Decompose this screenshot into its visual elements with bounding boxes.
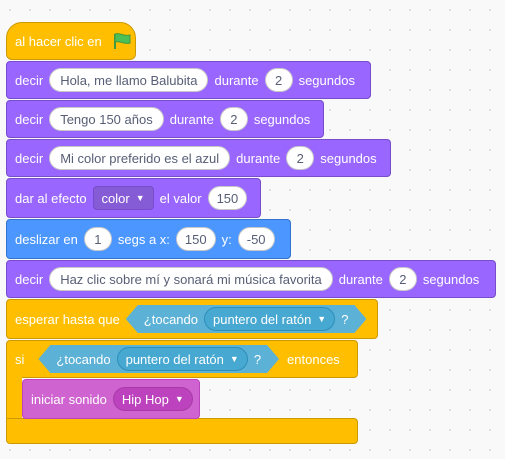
say-for-secs-block-3[interactable]: decir Mi color preferido es el azul dura… <box>6 139 391 177</box>
say-for-secs-block-1[interactable]: decir Hola, me llamo Balubita durante 2 … <box>6 61 371 99</box>
if-block-arm <box>6 377 22 421</box>
then-label: entonces <box>287 351 340 367</box>
if-block-footer <box>6 418 358 444</box>
start-sound-label: iniciar sonido <box>31 391 107 407</box>
secs-input[interactable]: 2 <box>286 146 315 170</box>
wait-until-label: esperar hasta que <box>15 311 120 327</box>
start-sound-block[interactable]: iniciar sonido Hip Hop ▼ <box>22 379 200 419</box>
say-verb: decir <box>15 150 44 166</box>
message-input[interactable]: Hola, me llamo Balubita <box>49 68 209 92</box>
caret-down-icon: ▼ <box>229 354 239 364</box>
touching-label: ¿tocando <box>56 351 111 367</box>
secs-input[interactable]: 2 <box>264 68 293 92</box>
value-label: el valor <box>159 190 202 206</box>
say-for-secs-block-4[interactable]: decir Haz clic sobre mí y sonará mi músi… <box>6 260 496 298</box>
x-input[interactable]: 150 <box>175 227 216 251</box>
message-input[interactable]: Mi color preferido es el azul <box>49 146 231 170</box>
seconds-label: segundos <box>320 150 377 166</box>
if-block-header[interactable]: si ¿tocando puntero del ratón ▼ ? entonc… <box>6 340 358 378</box>
sound-dropdown[interactable]: Hip Hop ▼ <box>112 387 193 411</box>
secs-input[interactable]: 2 <box>388 267 417 291</box>
during-label: durante <box>169 111 214 127</box>
if-label: si <box>15 351 25 367</box>
during-label: durante <box>236 150 281 166</box>
glide-label: deslizar en <box>15 231 78 247</box>
y-label: y: <box>221 231 232 247</box>
y-input[interactable]: -50 <box>237 227 275 251</box>
during-label: durante <box>214 72 259 88</box>
effect-value: color <box>101 190 130 206</box>
question-mark: ? <box>253 351 262 367</box>
sound-name: Hip Hop <box>121 391 169 407</box>
touching-target-value: puntero del ratón <box>213 311 312 327</box>
glide-block[interactable]: deslizar en 1 segs a x: 150 y: -50 <box>6 219 291 259</box>
touching-target-value: puntero del ratón <box>125 351 224 367</box>
secs-to-x-label: segs a x: <box>117 231 170 247</box>
set-effect-label: dar al efecto <box>15 190 87 206</box>
touching-label: ¿tocando <box>143 311 198 327</box>
glide-secs-input[interactable]: 1 <box>83 227 112 251</box>
question-mark: ? <box>341 311 349 327</box>
set-effect-block[interactable]: dar al efecto color ▼ el valor 150 <box>6 178 261 218</box>
wait-until-block[interactable]: esperar hasta que ¿tocando puntero del r… <box>6 299 378 339</box>
secs-input[interactable]: 2 <box>219 107 248 131</box>
caret-down-icon: ▼ <box>135 193 145 203</box>
seconds-label: segundos <box>422 271 480 287</box>
caret-down-icon: ▼ <box>174 394 184 404</box>
during-label: durante <box>338 271 383 287</box>
touching-target-dropdown[interactable]: puntero del ratón ▼ <box>204 307 335 331</box>
say-verb: decir <box>15 271 44 287</box>
touching-condition[interactable]: ¿tocando puntero del ratón ▼ ? <box>126 305 367 333</box>
touching-target-dropdown[interactable]: puntero del ratón ▼ <box>117 347 248 371</box>
seconds-label: segundos <box>253 111 311 127</box>
message-input[interactable]: Tengo 150 años <box>49 107 164 131</box>
hat-label: al hacer clic en <box>15 33 102 49</box>
when-flag-clicked-block[interactable]: al hacer clic en <box>6 22 136 60</box>
caret-down-icon: ▼ <box>317 314 327 324</box>
message-input[interactable]: Haz clic sobre mí y sonará mi música fav… <box>49 267 333 291</box>
seconds-label: segundos <box>298 72 355 88</box>
say-verb: decir <box>15 111 44 127</box>
effect-dropdown[interactable]: color ▼ <box>92 186 154 210</box>
green-flag-icon <box>113 33 131 49</box>
touching-condition[interactable]: ¿tocando puntero del ratón ▼ ? <box>38 345 279 373</box>
say-verb: decir <box>15 72 44 88</box>
say-for-secs-block-2[interactable]: decir Tengo 150 años durante 2 segundos <box>6 100 324 138</box>
effect-value-input[interactable]: 150 <box>207 186 248 210</box>
